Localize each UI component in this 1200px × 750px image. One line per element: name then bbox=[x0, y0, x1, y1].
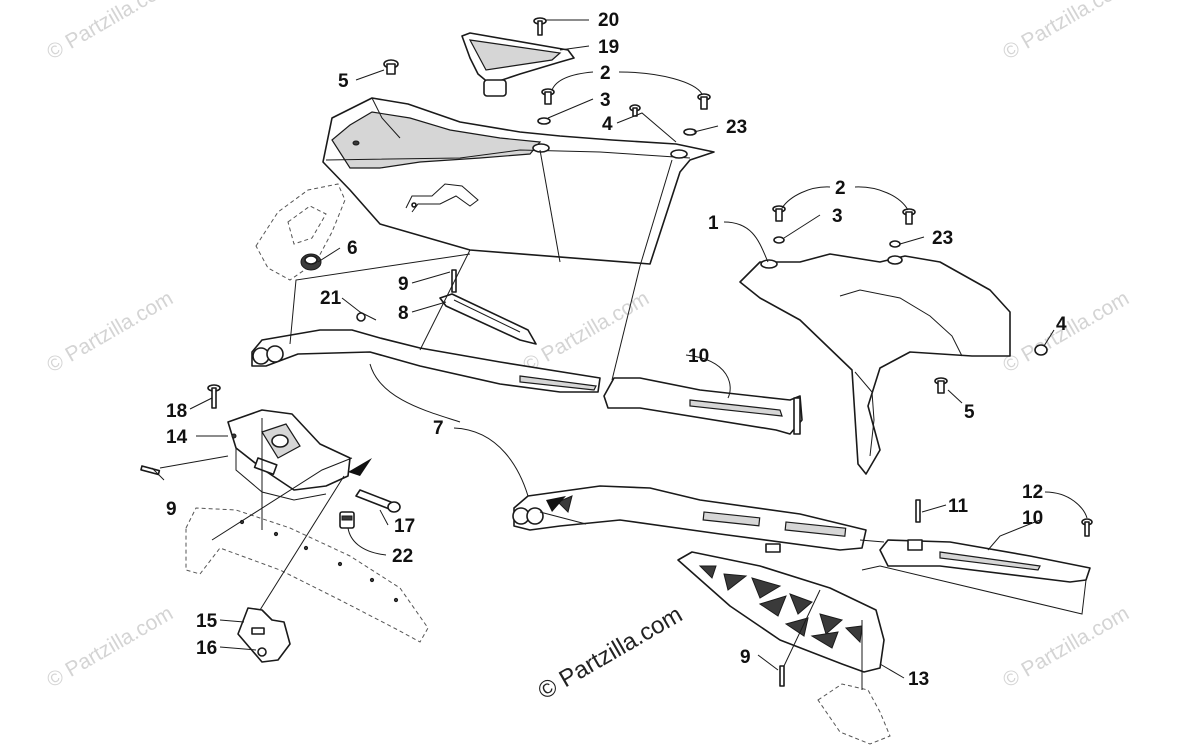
bracket-14 bbox=[227, 409, 351, 501]
callout-21: 21 bbox=[320, 288, 342, 309]
lower-right-frame-fragment bbox=[817, 683, 891, 745]
callout-15: 15 bbox=[196, 611, 218, 632]
callout-23: 23 bbox=[932, 228, 953, 249]
callout-2: 2 bbox=[835, 178, 846, 199]
callout-9: 9 bbox=[166, 499, 177, 520]
callout-3: 3 bbox=[832, 206, 843, 227]
nut-6 bbox=[300, 253, 322, 271]
rivet-9-left bbox=[140, 465, 161, 476]
clip-22 bbox=[339, 511, 355, 529]
pointer-arrow-icon bbox=[546, 496, 566, 512]
callout-22: 22 bbox=[392, 546, 413, 567]
callout-9: 9 bbox=[740, 647, 751, 668]
callout-10: 10 bbox=[1022, 508, 1043, 529]
left-frame-fragment bbox=[255, 183, 346, 281]
right-side-panel bbox=[739, 253, 1011, 475]
screw-20 bbox=[533, 17, 547, 36]
callout-20: 20 bbox=[598, 10, 619, 31]
watermark-text: © Partzilla.com bbox=[519, 287, 653, 378]
callout-17: 17 bbox=[394, 516, 415, 537]
upper-footrest-rail bbox=[251, 312, 601, 393]
callout-13: 13 bbox=[908, 669, 929, 690]
callout-9: 9 bbox=[398, 274, 409, 295]
watermark-main: © Partzilla.com bbox=[534, 601, 688, 705]
callout-8: 8 bbox=[398, 303, 409, 324]
callout-11: 11 bbox=[948, 496, 969, 517]
bolts-top-console bbox=[537, 88, 711, 136]
callout-23: 23 bbox=[726, 117, 747, 138]
watermark-text: © Partzilla.com bbox=[43, 0, 177, 64]
pointer-arrows bbox=[348, 458, 566, 512]
callout-7: 7 bbox=[433, 418, 444, 439]
watermark-text: © Partzilla.com bbox=[43, 602, 177, 693]
bolt-18 bbox=[207, 384, 221, 409]
callout-18: 18 bbox=[166, 401, 187, 422]
callout-6: 6 bbox=[347, 238, 358, 259]
callout-3: 3 bbox=[600, 90, 611, 111]
lower-left-frame-fragment bbox=[185, 507, 429, 643]
callout-19: 19 bbox=[598, 37, 619, 58]
bolt-5-top bbox=[383, 59, 399, 75]
callout-12: 12 bbox=[1022, 482, 1043, 503]
footrest-extension-10-lower bbox=[879, 499, 1093, 583]
callout-2: 2 bbox=[600, 63, 611, 84]
callout-4: 4 bbox=[1056, 314, 1067, 335]
callout-labels: 20 19 2 3 4 23 5 6 2 3 23 1 4 5 9 8 21 1… bbox=[166, 10, 1067, 690]
footrest-extension-10-upper bbox=[603, 377, 803, 435]
backing-plate-15 bbox=[237, 607, 291, 663]
foot-plate-13 bbox=[677, 543, 885, 673]
callout-10: 10 bbox=[688, 346, 709, 367]
callout-5: 5 bbox=[964, 402, 975, 423]
bolts-right-panel bbox=[772, 205, 1048, 394]
bolt-17 bbox=[355, 489, 401, 513]
watermark-text: © Partzilla.com bbox=[43, 287, 177, 378]
callout-14: 14 bbox=[166, 427, 188, 448]
pointer-arrow-icon bbox=[348, 458, 372, 476]
callout-5: 5 bbox=[338, 71, 349, 92]
callout-4: 4 bbox=[602, 114, 613, 135]
rivet-9-bottom bbox=[779, 665, 785, 687]
leader-lines bbox=[151, 19, 1088, 690]
lower-footrest-rail bbox=[512, 485, 867, 551]
callout-1: 1 bbox=[708, 213, 719, 234]
top-console-part bbox=[322, 32, 715, 265]
wire-bracket bbox=[405, 183, 479, 213]
callout-16: 16 bbox=[196, 638, 217, 659]
watermark-text: © Partzilla.com bbox=[999, 602, 1133, 693]
watermark-text: © Partzilla.com bbox=[999, 0, 1133, 64]
